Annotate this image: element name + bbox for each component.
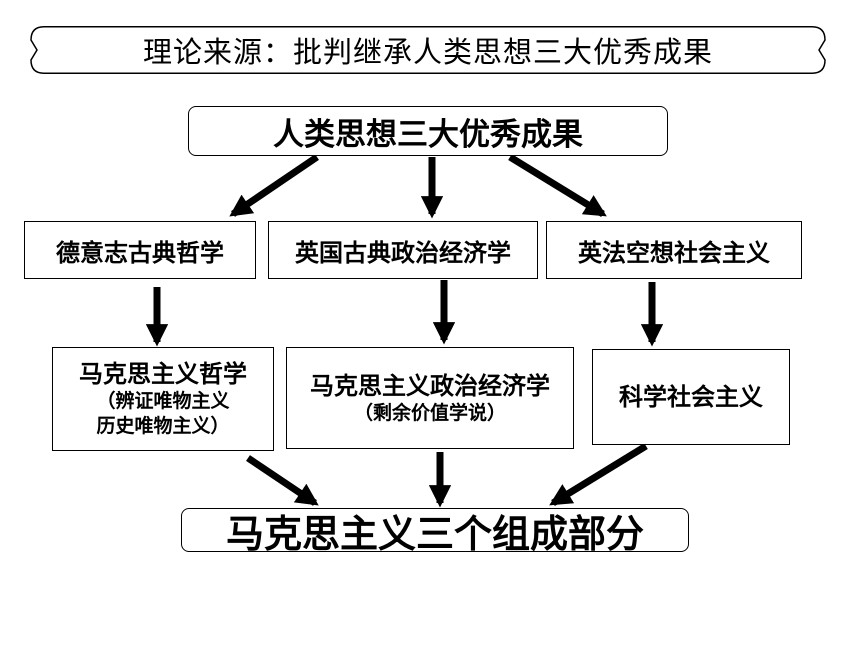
arrow-result-1-to-bottom — [246, 455, 319, 506]
arrow-result-3-to-bottom — [549, 443, 648, 506]
source-node-utopian-socialism: 英法空想社会主义 — [546, 221, 802, 279]
arrow-top-to-source-3 — [508, 154, 607, 217]
source-node-british-economics: 英国古典政治经济学 — [268, 221, 538, 279]
top-node: 人类思想三大优秀成果 — [188, 106, 668, 156]
bottom-node: 马克思主义三个组成部分 — [181, 508, 689, 556]
top-node-label: 人类思想三大优秀成果 — [273, 116, 583, 153]
result-node-label: 科学社会主义 — [619, 383, 763, 411]
source-node-label: 德意志古典哲学 — [56, 238, 224, 267]
result-node-scientific-socialism: 科学社会主义 — [592, 349, 790, 445]
title-banner: 理论来源：批判继承人类思想三大优秀成果 — [30, 26, 826, 74]
arrow-top-to-source-1 — [229, 154, 319, 217]
result-node-label: 马克思主义哲学 — [79, 360, 247, 388]
result-node-detail: （辨证唯物主义 — [96, 390, 230, 412]
source-node-label: 英国古典政治经济学 — [295, 238, 511, 267]
title-banner-frame — [30, 26, 826, 74]
result-node-label: 马克思主义政治经济学 — [310, 371, 550, 400]
source-node-german-philosophy: 德意志古典哲学 — [24, 221, 256, 279]
source-node-label: 英法空想社会主义 — [578, 238, 770, 267]
result-node-philosophy: 马克思主义哲学 （辨证唯物主义 历史唯物主义） — [52, 347, 274, 451]
page-title: 理论来源：批判继承人类思想三大优秀成果 — [142, 35, 713, 69]
result-node-political-economy: 马克思主义政治经济学 （剩余价值学说） — [286, 347, 574, 449]
result-node-detail: 历史唯物主义） — [96, 415, 230, 437]
bottom-node-label: 马克思主义三个组成部分 — [225, 511, 644, 556]
result-node-detail: （剩余价值学说） — [353, 401, 506, 424]
